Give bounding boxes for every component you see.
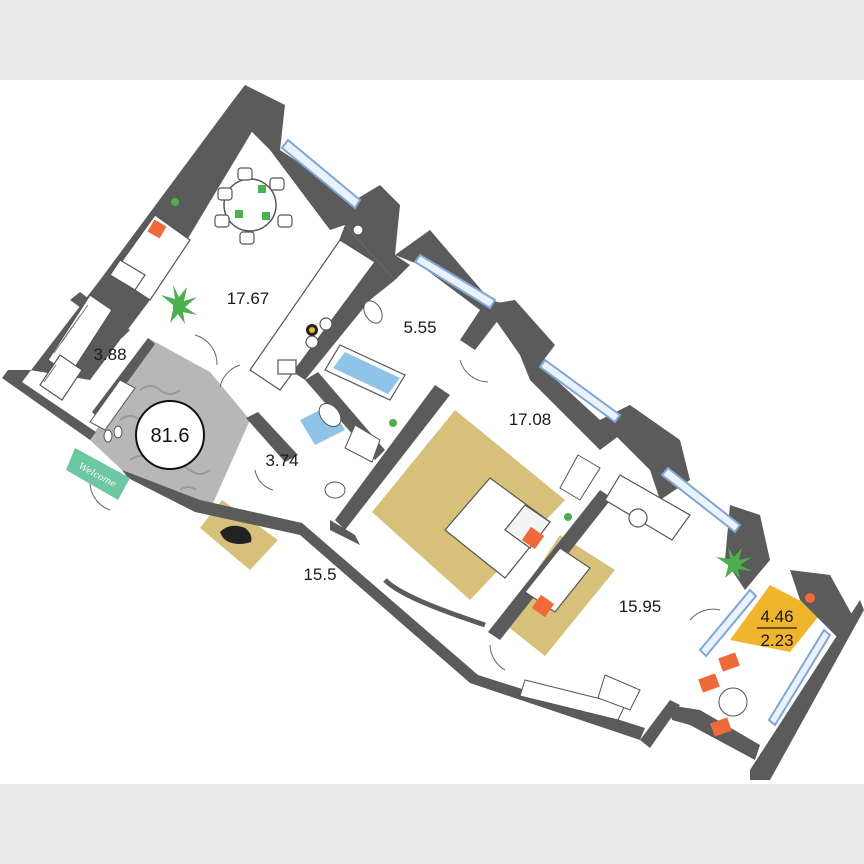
dining-set <box>214 167 293 245</box>
toilet-sink <box>324 481 346 499</box>
plants <box>161 198 752 579</box>
door-arc-bath <box>459 359 489 383</box>
wall-se <box>640 700 680 748</box>
window-bedroom-1 <box>413 253 497 310</box>
chair-4 <box>239 231 255 245</box>
bathroom-sink <box>363 300 383 324</box>
total-area-value: 81.6 <box>151 425 190 447</box>
door-leaf-bedroom <box>383 578 486 628</box>
area-balcony-reduced: 2.23 <box>760 631 793 650</box>
door-arc-balcony <box>689 608 721 621</box>
balcony-chair-3 <box>710 717 732 737</box>
chair-5 <box>214 214 230 228</box>
hall-console <box>89 379 136 431</box>
door-arc-living-2 <box>219 364 241 388</box>
bathtub <box>324 344 406 401</box>
chair-2 <box>269 177 285 191</box>
area-balcony: 4.46 2.23 <box>757 607 797 650</box>
sofa <box>109 214 191 301</box>
placemat-2 <box>235 210 243 218</box>
double-bed <box>444 477 551 579</box>
wall-bedroom-west <box>335 385 450 530</box>
windows <box>280 138 832 727</box>
door-arc-toilet <box>254 469 274 491</box>
area-toilet: 3.74 <box>265 451 298 470</box>
wardrobe-shelves <box>39 294 113 401</box>
stove-burner-2 <box>305 335 319 349</box>
kitchen-counter <box>249 224 376 391</box>
wall-hall-jamb <box>330 520 360 545</box>
plant-small-2 <box>389 419 397 427</box>
wall-north-3 <box>485 300 640 450</box>
balcony-chair-2 <box>718 652 740 672</box>
chair-1 <box>237 167 253 181</box>
plant-small-1 <box>171 198 179 206</box>
window-balcony-glass <box>767 628 832 727</box>
area-hall: 15.5 <box>303 565 336 584</box>
balcony-deck <box>730 585 822 652</box>
area-bathroom: 5.55 <box>403 318 436 337</box>
slippers <box>103 425 123 443</box>
total-area-badge: 81.6 <box>135 400 205 470</box>
pillow-orange <box>147 219 167 239</box>
desk <box>604 474 691 541</box>
bedside-lamp-1 <box>521 526 545 550</box>
total-area-circle <box>135 400 205 470</box>
door-arc-second-bedroom <box>489 644 506 671</box>
side-table <box>597 674 641 711</box>
area-living-kitchen: 17.67 <box>227 289 270 308</box>
door-arc-living <box>194 334 218 366</box>
area-bedroom: 17.08 <box>509 410 552 429</box>
bedside-lamp-2 <box>531 594 555 618</box>
wall-balcony-ne <box>790 570 855 640</box>
window-bedroom-2 <box>538 358 622 424</box>
dresser <box>559 454 601 501</box>
balcony-chair-1 <box>698 673 720 693</box>
balcony-plant-pot <box>805 593 815 603</box>
wardrobe-hangers <box>43 304 89 383</box>
placemat-3 <box>262 212 270 220</box>
balcony-furniture <box>698 593 815 737</box>
area-second-bedroom: 15.95 <box>619 597 662 616</box>
window-kitchen <box>280 138 362 210</box>
stove-burner-1 <box>319 317 333 331</box>
chair-3 <box>277 214 293 228</box>
window-balcony-door <box>698 588 758 658</box>
window-second-bedroom <box>660 466 742 534</box>
dining-table <box>223 178 277 232</box>
shower-tray <box>344 424 381 463</box>
plant-small-3 <box>564 513 572 521</box>
door-leaves <box>383 578 506 695</box>
kitchen-sink <box>277 359 297 375</box>
bench <box>519 679 626 721</box>
cat-silhouette <box>220 525 252 544</box>
area-wardrobe: 3.88 <box>93 345 126 364</box>
plant-second-bedroom <box>716 547 752 579</box>
door-leaf-corridor <box>469 677 506 695</box>
hob-burner <box>352 224 364 236</box>
toilet-bowl <box>318 402 342 428</box>
placemat-1 <box>258 185 266 193</box>
sofa-cushion <box>109 259 146 291</box>
wall-toilet-west <box>246 412 298 462</box>
plant-living <box>161 285 197 324</box>
chair-6 <box>217 187 233 201</box>
area-balcony-total: 4.46 <box>760 607 793 626</box>
wall-balcony-e <box>750 600 864 780</box>
wall-south <box>122 470 645 740</box>
counter-top <box>249 239 376 391</box>
frying-pan-egg <box>309 327 315 333</box>
balcony-table <box>718 687 748 717</box>
